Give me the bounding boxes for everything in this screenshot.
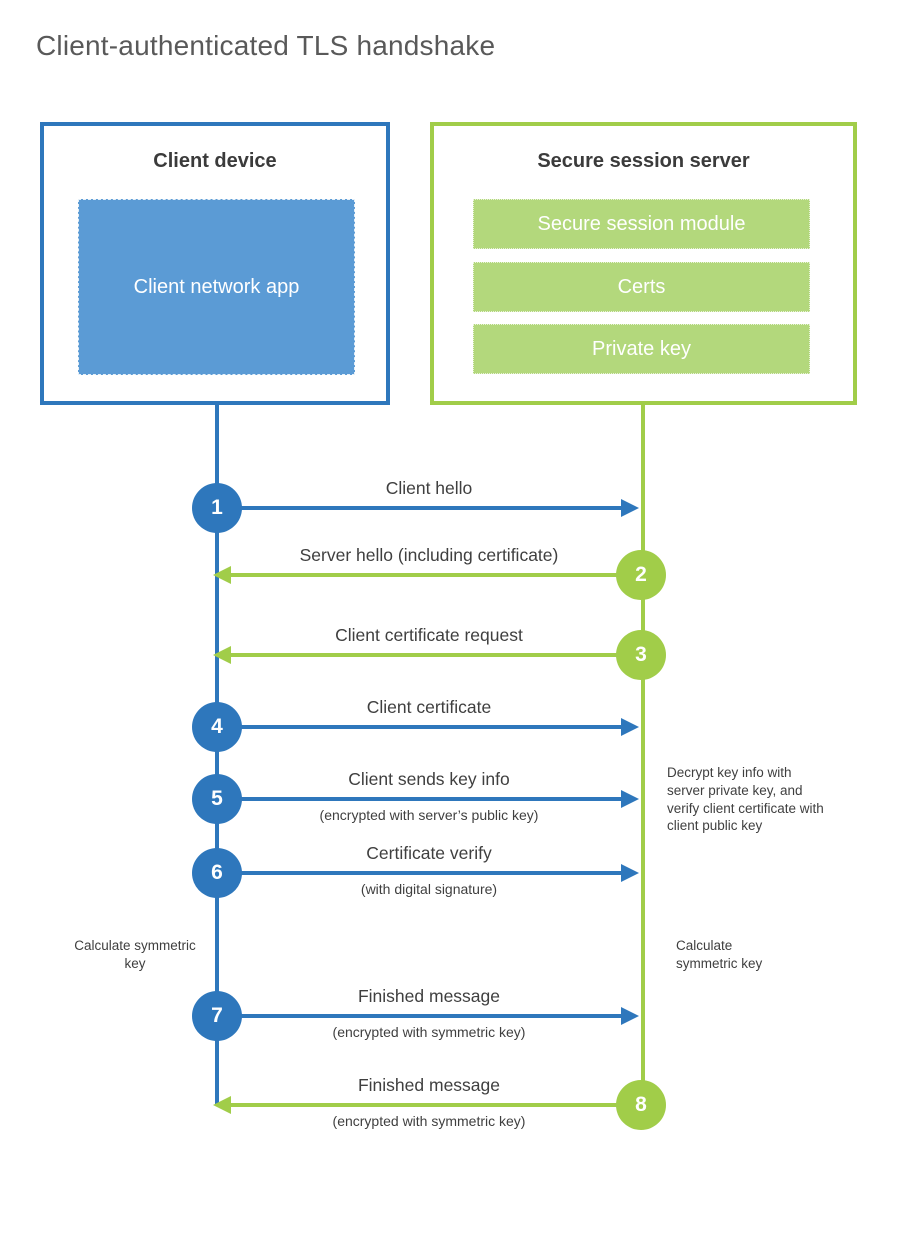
message-row-4: Client certificate 4	[0, 697, 900, 752]
secure-session-server-title: Secure session server	[537, 150, 750, 172]
server-module-certs: Certs	[473, 262, 810, 312]
server-module-private-key: Private key	[473, 324, 810, 374]
arrow-shaft	[217, 506, 621, 510]
message-row-8: Finished message 8 (encrypted with symme…	[0, 1075, 900, 1130]
step-badge-1: 1	[192, 483, 242, 533]
message-label: Client certificate	[366, 697, 492, 717]
message-label: Finished message	[357, 1075, 501, 1095]
message-label: Client sends key info	[348, 769, 510, 789]
client-lifeline	[215, 405, 219, 1105]
message-label: Server hello (including certificate)	[299, 545, 559, 565]
arrow-right-icon	[621, 1007, 639, 1025]
arrow-left-icon	[213, 646, 231, 664]
arrow-shaft	[217, 797, 621, 801]
note-decrypt-key-info: Decrypt key info with server private key…	[667, 765, 824, 834]
arrow-left-icon	[213, 566, 231, 584]
arrow-shaft	[217, 871, 621, 875]
step-badge-2: 2	[616, 550, 666, 600]
arrow-shaft	[231, 1103, 643, 1107]
note-calculate-symmetric-key-server: Calculate symmetric key	[676, 938, 763, 971]
step-badge-7: 7	[192, 991, 242, 1041]
arrow-right-icon	[621, 499, 639, 517]
step-badge-6: 6	[192, 848, 242, 898]
note-calculate-symmetric-key-client: Calculate symmetric key	[74, 938, 196, 971]
step-badge-8: 8	[616, 1080, 666, 1130]
arrow-shaft	[231, 653, 643, 657]
arrow-right-icon	[621, 864, 639, 882]
page-title: Client-authenticated TLS handshake	[36, 30, 496, 61]
arrow-shaft	[231, 573, 643, 577]
arrow-shaft	[217, 1014, 621, 1018]
message-row-5: Client sends key info 5 (encrypted with …	[0, 769, 900, 824]
message-row-3: Client certificate request 3	[0, 625, 900, 680]
message-row-6: Certificate verify 6 (with digital signa…	[0, 843, 900, 898]
arrow-right-icon	[621, 790, 639, 808]
server-lifeline	[641, 405, 645, 1107]
arrow-right-icon	[621, 718, 639, 736]
message-sublabel: (encrypted with server’s public key)	[319, 807, 539, 823]
step-badge-4: 4	[192, 702, 242, 752]
message-row-7: Finished message 7 (encrypted with symme…	[0, 986, 900, 1041]
message-sublabel: (with digital signature)	[360, 881, 498, 897]
message-label: Finished message	[357, 986, 501, 1006]
step-badge-5: 5	[192, 774, 242, 824]
message-row-2: Server hello (including certificate) 2	[0, 545, 900, 600]
client-network-app-box: Client network app	[78, 199, 355, 375]
message-label: Certificate verify	[366, 843, 492, 863]
server-module-secure-session-module: Secure session module	[473, 199, 810, 249]
arrow-left-icon	[213, 1096, 231, 1114]
message-label: Client hello	[385, 478, 473, 498]
message-label: Client certificate request	[335, 625, 523, 645]
message-sublabel: (encrypted with symmetric key)	[332, 1024, 526, 1040]
message-row-1: Client hello 1	[0, 478, 900, 533]
arrow-shaft	[217, 725, 621, 729]
message-sublabel: (encrypted with symmetric key)	[332, 1113, 526, 1129]
step-badge-3: 3	[616, 630, 666, 680]
client-device-title: Client device	[153, 150, 277, 172]
